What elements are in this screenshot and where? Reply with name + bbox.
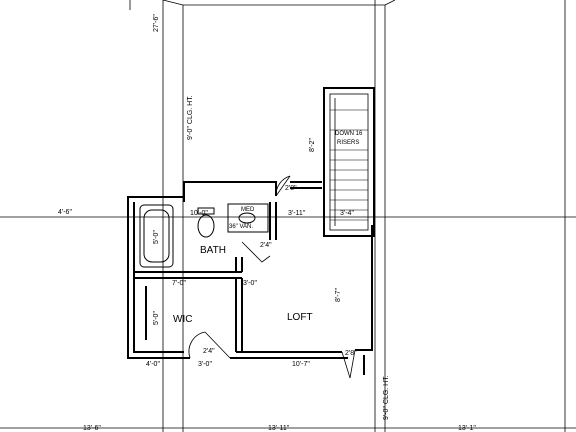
bathtub — [139, 204, 174, 268]
vanity-label: 36" VAN. — [229, 224, 253, 230]
dim-ceiling-lower: 9'-0" CLG. HT. — [383, 375, 390, 420]
dim-bottom-mid: 3'-0" — [198, 361, 212, 368]
wic-label: WIC — [173, 314, 192, 325]
dim-top-height: 27'-6" — [153, 14, 160, 32]
dim-loft-vert: 8'-7" — [335, 288, 342, 302]
sink — [238, 212, 256, 224]
dim-loft-door: 2'8" — [345, 350, 357, 357]
dim-loft-bottom: 10'-7" — [292, 361, 310, 368]
dim-bottom-b: 13'-11" — [268, 425, 290, 432]
bath-label: BATH — [200, 245, 226, 256]
dim-bottom-left: 4'-0" — [146, 361, 160, 368]
dim-bottom-c: 13'-1" — [458, 425, 476, 432]
dim-door-top: 2'8" — [285, 185, 297, 192]
toilet — [197, 214, 215, 238]
fixtures — [139, 203, 269, 268]
stair-label-1: DOWN 16 — [335, 131, 363, 137]
loft-label: LOFT — [287, 312, 313, 323]
dim-stair-width: 3'-4" — [340, 210, 354, 217]
dim-ceiling-upper: 9'-0" CLG. HT. — [187, 95, 194, 140]
dim-wic-vert: 5'-0" — [153, 311, 160, 325]
dim-bottom-a: 13'-6" — [83, 425, 101, 432]
staircase — [323, 87, 375, 237]
dim-bath-left: 5'-0" — [153, 230, 160, 244]
dim-bath-door: 2'4" — [260, 242, 272, 249]
dim-left-run: 4'-6" — [58, 209, 72, 216]
stair-label-2: RISERS — [337, 140, 359, 146]
dim-stair-height: 8'-2" — [309, 138, 316, 152]
dim-wic-door: 2'4" — [203, 348, 215, 355]
fixture-label: MED — [241, 207, 255, 213]
walls — [127, 181, 373, 375]
dim-wic-top: 7'-0" — [172, 280, 186, 287]
dim-closet-top: 3'-0" — [243, 280, 257, 287]
door-swings — [188, 175, 356, 379]
vanity — [227, 203, 269, 233]
dim-hall-width: 3'-11" — [288, 210, 306, 217]
dim-bath-top: 10'-0" — [190, 210, 208, 217]
